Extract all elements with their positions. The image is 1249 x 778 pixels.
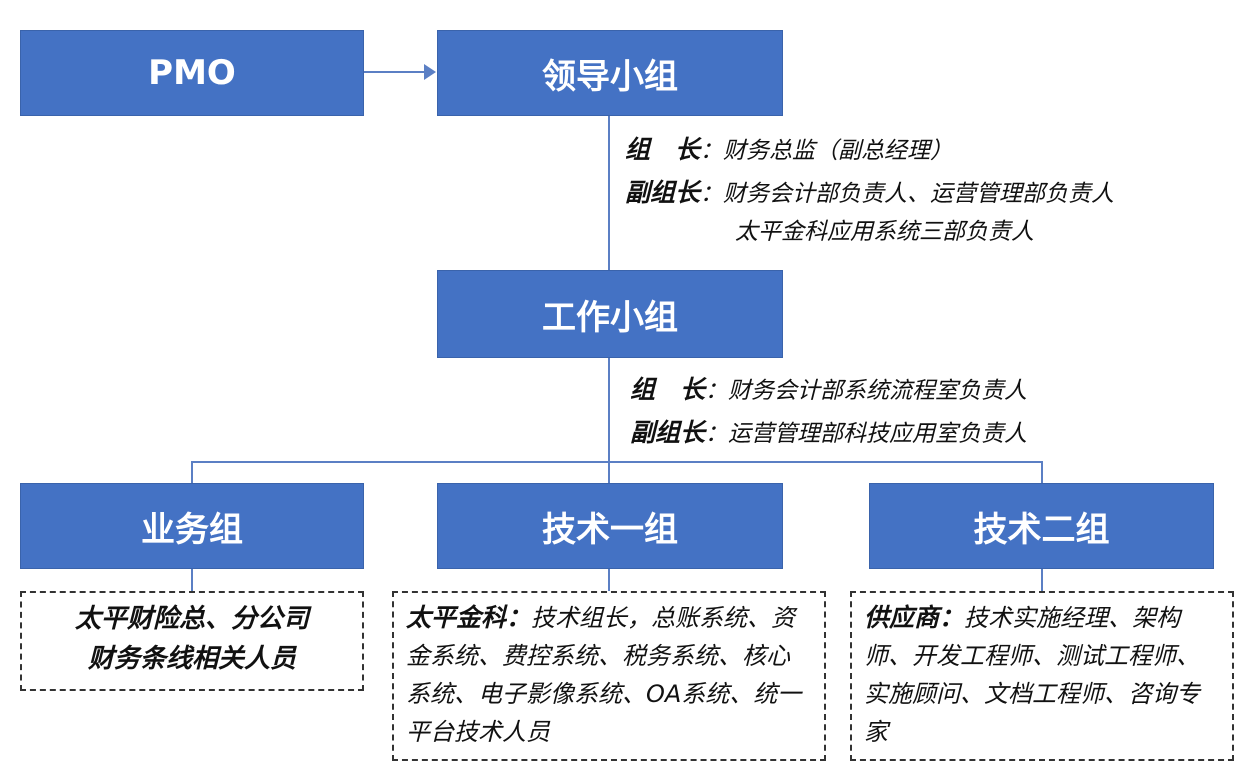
- work-deputy-value: ：运营管理部科技应用室负责人: [705, 421, 1028, 447]
- connector: [191, 461, 193, 483]
- tech1-label: 太平金科：: [406, 603, 532, 632]
- tech2-members-box: 供应商：技术实施经理、架构师、开发工程师、测试工程师、实施顾问、文档工程师、咨询…: [850, 591, 1234, 761]
- leader-deputy-label: 副组长: [625, 178, 701, 207]
- work-deputy-label: 副组长: [630, 418, 706, 447]
- leader-deputy-value-2: 太平金科应用系统三部负责人: [735, 219, 1034, 245]
- pmo-box: PMO: [20, 30, 364, 116]
- leader-group-box: 领导小组: [437, 30, 783, 116]
- arrow-line: [364, 71, 434, 73]
- business-group-box: 业务组: [20, 483, 364, 569]
- connector: [608, 358, 610, 483]
- tech-group-1-box: 技术一组: [437, 483, 783, 569]
- leader-deputy-value: ：财务会计部负责人、运营管理部负责人: [700, 181, 1115, 207]
- connector: [1041, 569, 1043, 591]
- tech-group-2-box: 技术二组: [869, 483, 1214, 569]
- connector: [191, 569, 193, 591]
- business-members-line-1: 太平财险总、分公司: [74, 604, 309, 634]
- connector: [608, 116, 610, 270]
- work-head-value: ：财务会计部系统流程室负责人: [705, 378, 1028, 404]
- business-members-box: 太平财险总、分公司 财务条线相关人员: [20, 591, 364, 691]
- connector: [191, 461, 1043, 463]
- tech2-label: 供应商：: [864, 603, 965, 632]
- connector: [608, 569, 610, 591]
- tech1-text: 技术组长，总账系统、资金系统、费控系统、税务系统、核心系统、电子影像系统、OA系…: [406, 604, 802, 746]
- work-group-box: 工作小组: [437, 270, 783, 358]
- leader-head-label: 组 长: [625, 135, 701, 164]
- work-head-label: 组 长: [630, 375, 706, 404]
- leader-head-value: ：财务总监（副总经理）: [700, 138, 954, 164]
- tech2-text: 技术实施经理、架构师、开发工程师、测试工程师、实施顾问、文档工程师、咨询专家: [864, 604, 1200, 746]
- tech1-members-box: 太平金科：技术组长，总账系统、资金系统、费控系统、税务系统、核心系统、电子影像系…: [392, 591, 826, 761]
- business-members-line-2: 财务条线相关人员: [87, 644, 296, 674]
- arrow-head-icon: [424, 64, 436, 80]
- connector: [1041, 461, 1043, 483]
